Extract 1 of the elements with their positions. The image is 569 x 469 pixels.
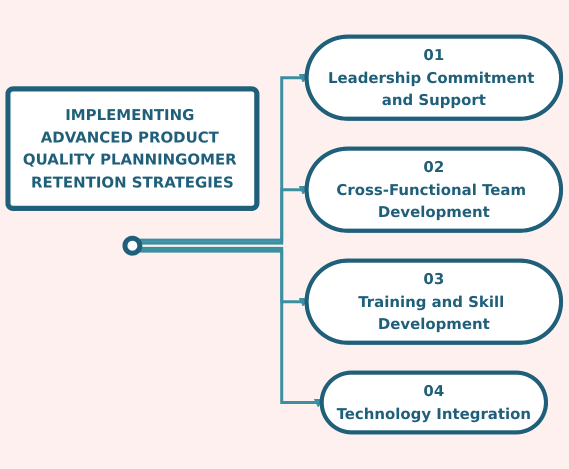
node-circle — [122, 236, 142, 256]
